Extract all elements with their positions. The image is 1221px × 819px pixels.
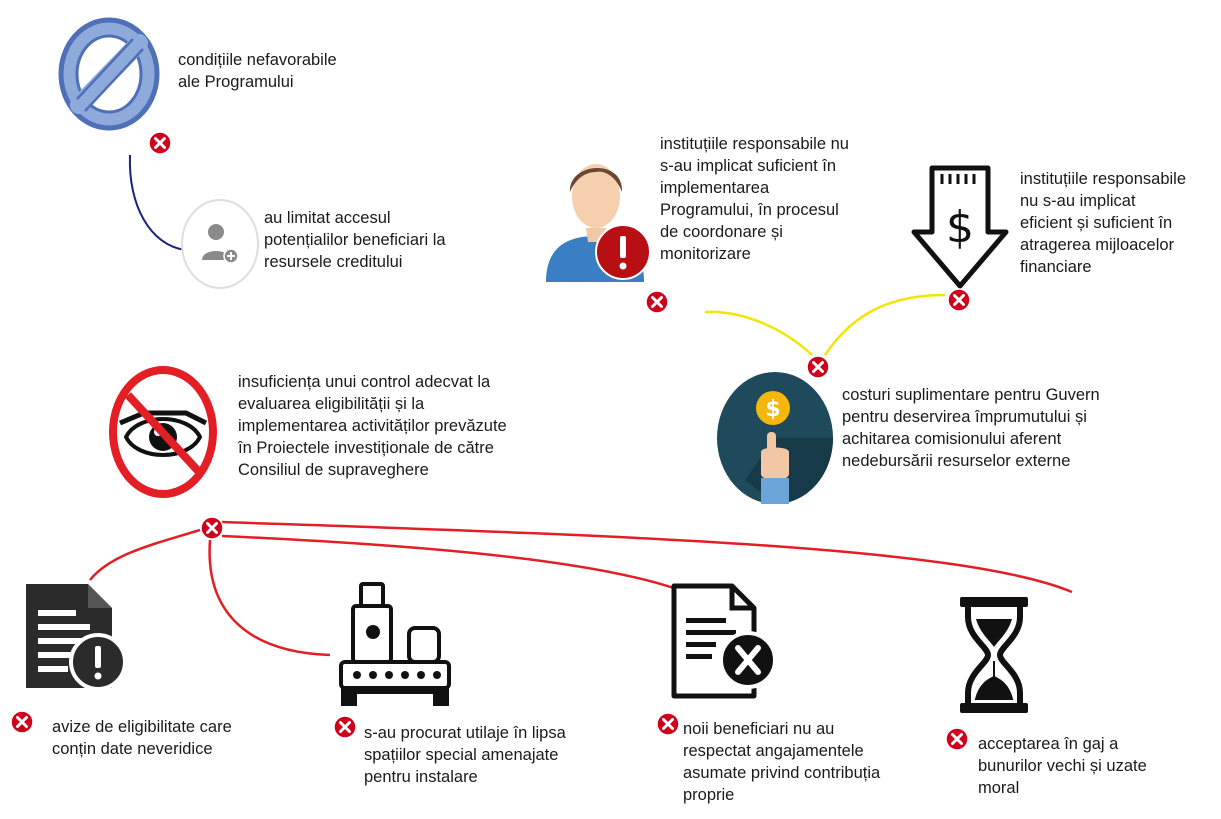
connector-n6-n10: [221, 520, 1073, 594]
x-badge-icon: [10, 710, 34, 734]
connector-n3-n5: [704, 310, 813, 356]
x-badge-icon: [333, 715, 357, 739]
x-badge-icon: [947, 288, 971, 312]
node-text-10: acceptarea în gaj a bunurilor vechi și u…: [978, 735, 1147, 797]
document-alert-icon: [26, 584, 127, 691]
connector-n1-n2: [128, 154, 186, 251]
node-text-9: noii beneficiari nu au respectat angajam…: [683, 720, 881, 804]
svg-text:$: $: [946, 202, 974, 253]
node-text-6: insuficiența unui control adecvat la eva…: [238, 373, 507, 479]
node-text-8: s-au procurat utilaje în lipsa spațiilor…: [364, 724, 566, 786]
hourglass-icon: [960, 597, 1028, 713]
x-badge-icon: [945, 727, 969, 751]
x-badge-icon: [656, 712, 680, 736]
node-text-3: instituțiile responsabile nu s-au implic…: [660, 135, 849, 263]
prohibited-icon: [58, 17, 160, 131]
x-badge-icon: [148, 131, 172, 155]
node-text-2: au limitat accesul potențialilor benefic…: [264, 209, 446, 271]
connector-n4-n5: [823, 293, 946, 356]
x-badge-icon: [200, 516, 224, 540]
dollar-down-arrow-icon: $: [911, 165, 1009, 289]
node-text-5: costuri suplimentare pentru Guvern pentr…: [842, 386, 1100, 470]
connector-n6-n9: [221, 534, 686, 594]
no-vision-icon: [109, 366, 217, 498]
machinery-icon: [339, 582, 451, 706]
x-badge-icon: [645, 290, 669, 314]
connector-n6-n8: [208, 539, 331, 657]
coin-hand-icon: $: [717, 372, 833, 504]
node-text-1: condițiile nefavorabile ale Programului: [178, 51, 337, 91]
document-rejected-icon: [671, 583, 777, 699]
node-text-7: avize de eligibilitate care conțin date …: [52, 718, 232, 758]
add-user-icon: [181, 199, 259, 289]
x-badge-icon: [806, 355, 830, 379]
node-text-4: instituțiile responsabile nu s-au implic…: [1020, 170, 1187, 276]
svg-text:$: $: [765, 397, 780, 422]
connector-n6-n7: [89, 528, 201, 581]
person-alert-icon: [546, 164, 651, 282]
